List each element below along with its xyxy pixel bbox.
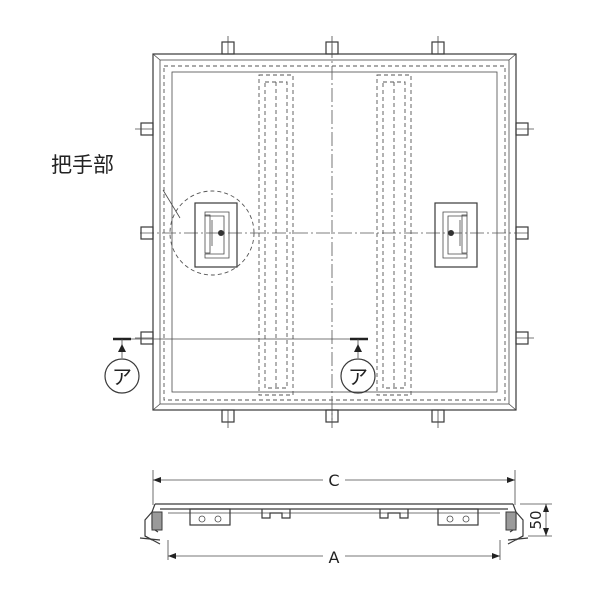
cover-plate bbox=[171, 71, 498, 393]
anchor-tabs-right bbox=[515, 122, 534, 345]
bracket-right bbox=[437, 508, 479, 526]
handle-left bbox=[194, 202, 238, 268]
handle-right bbox=[434, 202, 478, 268]
section-label-left: ア bbox=[112, 365, 132, 389]
handle-callout-circle bbox=[169, 190, 255, 276]
handle-part-label: 把手部 bbox=[51, 153, 114, 177]
anchor-tabs-top bbox=[221, 36, 445, 55]
rib-section-left bbox=[261, 509, 291, 519]
plan-view: ア ア 把手部 bbox=[51, 36, 534, 428]
bracket-left bbox=[189, 508, 231, 526]
rib-left bbox=[258, 74, 294, 396]
frame-profile-left bbox=[139, 511, 163, 545]
dim-c-label: C bbox=[328, 471, 339, 490]
section-view: C bbox=[139, 470, 552, 567]
section-line bbox=[113, 337, 368, 358]
anchor-tabs-bottom bbox=[221, 409, 445, 428]
rib-right bbox=[376, 74, 412, 396]
frame-inner-edge bbox=[159, 59, 510, 405]
rib-section-right bbox=[379, 509, 409, 519]
section-arrow-circle-icon bbox=[104, 358, 140, 394]
section-label-right: ア bbox=[348, 365, 368, 389]
frame-profile-right bbox=[505, 511, 529, 545]
outer-frame bbox=[152, 53, 517, 411]
dim-a-label: A bbox=[329, 548, 340, 567]
section-arrow-circle-icon bbox=[340, 358, 376, 394]
handle-leader-line bbox=[162, 189, 181, 219]
anchor-tabs-left bbox=[135, 122, 154, 345]
dim-height-label: 50 bbox=[527, 510, 545, 529]
